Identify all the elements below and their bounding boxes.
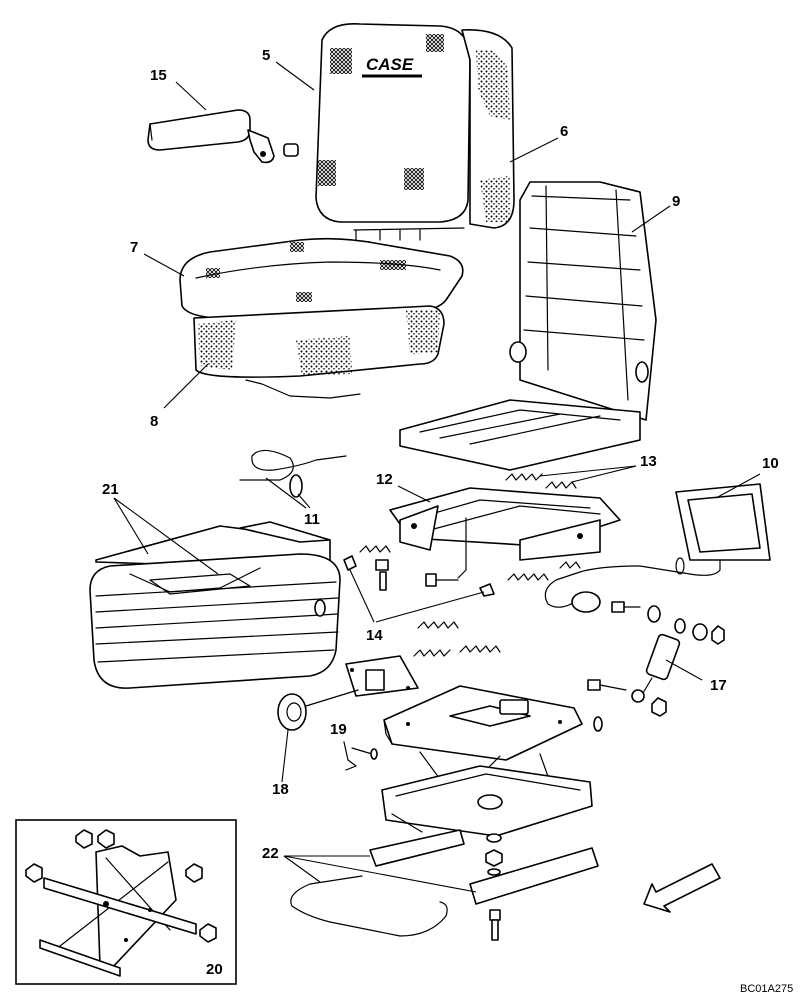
leader-lines — [113, 61, 761, 893]
callout-13: 13 — [640, 453, 657, 470]
armrest-part — [147, 109, 299, 164]
slide-rails-part — [290, 829, 599, 941]
callout-5: 5 — [262, 47, 270, 64]
scissor-suspension-part — [381, 685, 603, 837]
callout-7: 7 — [130, 239, 138, 256]
callout-6: 6 — [560, 123, 568, 140]
callout-22: 22 — [262, 845, 279, 862]
back-side-cover-part — [461, 29, 515, 229]
brand-text: CASE — [366, 55, 414, 74]
callout-14: 14 — [366, 627, 383, 644]
callout-20: 20 — [206, 961, 223, 978]
seat-slide-frame-part — [389, 487, 621, 579]
inset-box-part — [15, 819, 237, 985]
callout-17: 17 — [710, 677, 727, 694]
springs-part — [359, 473, 581, 581]
height-adjuster-part — [345, 621, 501, 697]
backrest-frame-part — [399, 181, 657, 471]
callout-9: 9 — [672, 193, 680, 210]
shock-absorber-part — [587, 601, 725, 717]
callout-18: 18 — [272, 781, 289, 798]
callout-21: 21 — [102, 481, 119, 498]
adjustment-knob-part — [277, 689, 359, 731]
cable-tie-part — [239, 449, 347, 498]
pin-clip-part — [343, 741, 378, 771]
bolts-buffers-part — [343, 555, 495, 597]
seat-cushion-cover-part — [193, 305, 445, 399]
callout-12: 12 — [376, 471, 393, 488]
brand-logo: CASE — [362, 55, 422, 78]
drawing-code: BC01A275 — [740, 983, 793, 995]
direction-arrow-icon — [643, 863, 721, 913]
callout-8: 8 — [150, 413, 158, 430]
callout-11: 11 — [304, 511, 320, 528]
callout-labels: 15 5 6 7 8 9 10 11 12 13 14 17 18 19 20 … — [102, 47, 779, 978]
suspension-body-part — [89, 521, 341, 689]
lumbar-pad-part — [544, 483, 771, 613]
callout-10: 10 — [762, 455, 779, 472]
callout-15: 15 — [150, 67, 167, 84]
callout-19: 19 — [330, 721, 347, 738]
seat-back-cushion-part — [315, 23, 471, 241]
